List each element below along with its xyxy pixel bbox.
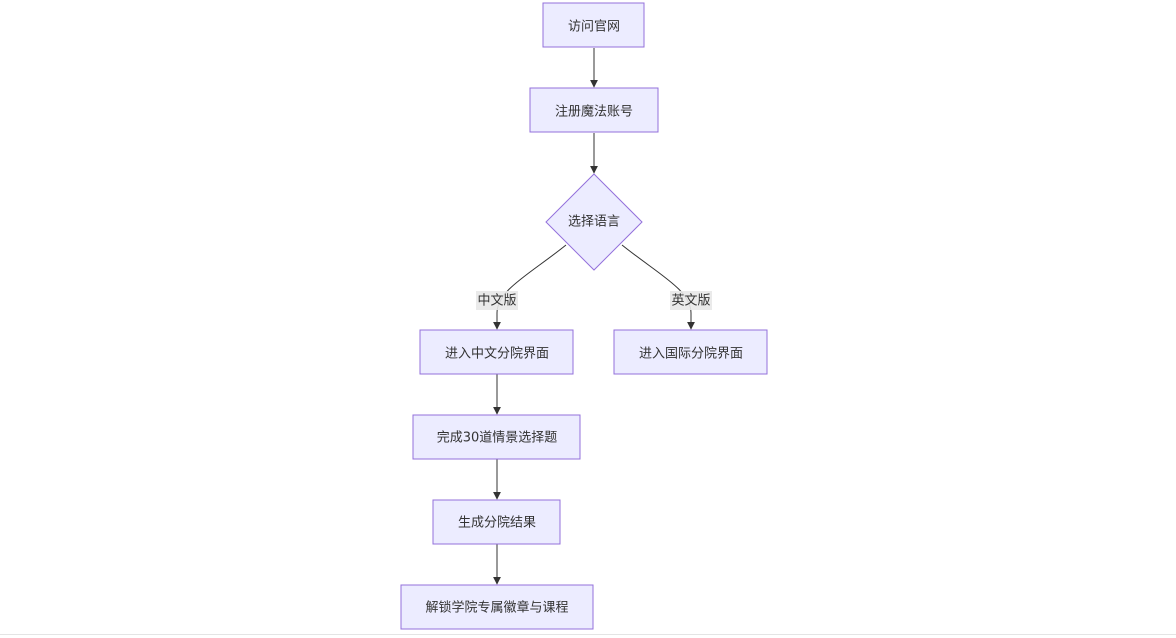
edge-choose-intl [621,244,695,330]
edges [493,48,695,585]
node-choose-language: 选择语言 [545,173,643,271]
node-international-house-label: 进入国际分院界面 [639,347,743,362]
edge-choose-cn [493,244,567,330]
node-result: 生成分院结果 [432,499,561,545]
node-register: 注册魔法账号 [529,87,659,133]
node-quiz-label: 完成30道情景选择题 [437,431,558,446]
edge-label-english-text: 英文版 [671,294,710,309]
node-result-label: 生成分院结果 [458,516,536,531]
node-international-house: 进入国际分院界面 [613,329,768,375]
bottom-divider [0,634,1176,635]
node-chinese-house: 进入中文分院界面 [419,329,574,375]
node-unlock-label: 解锁学院专属徽章与课程 [425,600,568,616]
node-visit: 访问官网 [542,2,645,48]
node-chinese-house-label: 进入中文分院界面 [445,347,549,362]
edge-label-chinese-text: 中文版 [477,294,516,309]
node-register-label: 注册魔法账号 [555,105,633,120]
node-choose-language-label: 选择语言 [568,215,620,230]
node-unlock: 解锁学院专属徽章与课程 [400,584,594,630]
edge-label-chinese: 中文版 [476,291,518,310]
edge-label-english: 英文版 [670,291,712,310]
node-visit-label: 访问官网 [568,19,620,35]
node-quiz: 完成30道情景选择题 [412,414,581,460]
